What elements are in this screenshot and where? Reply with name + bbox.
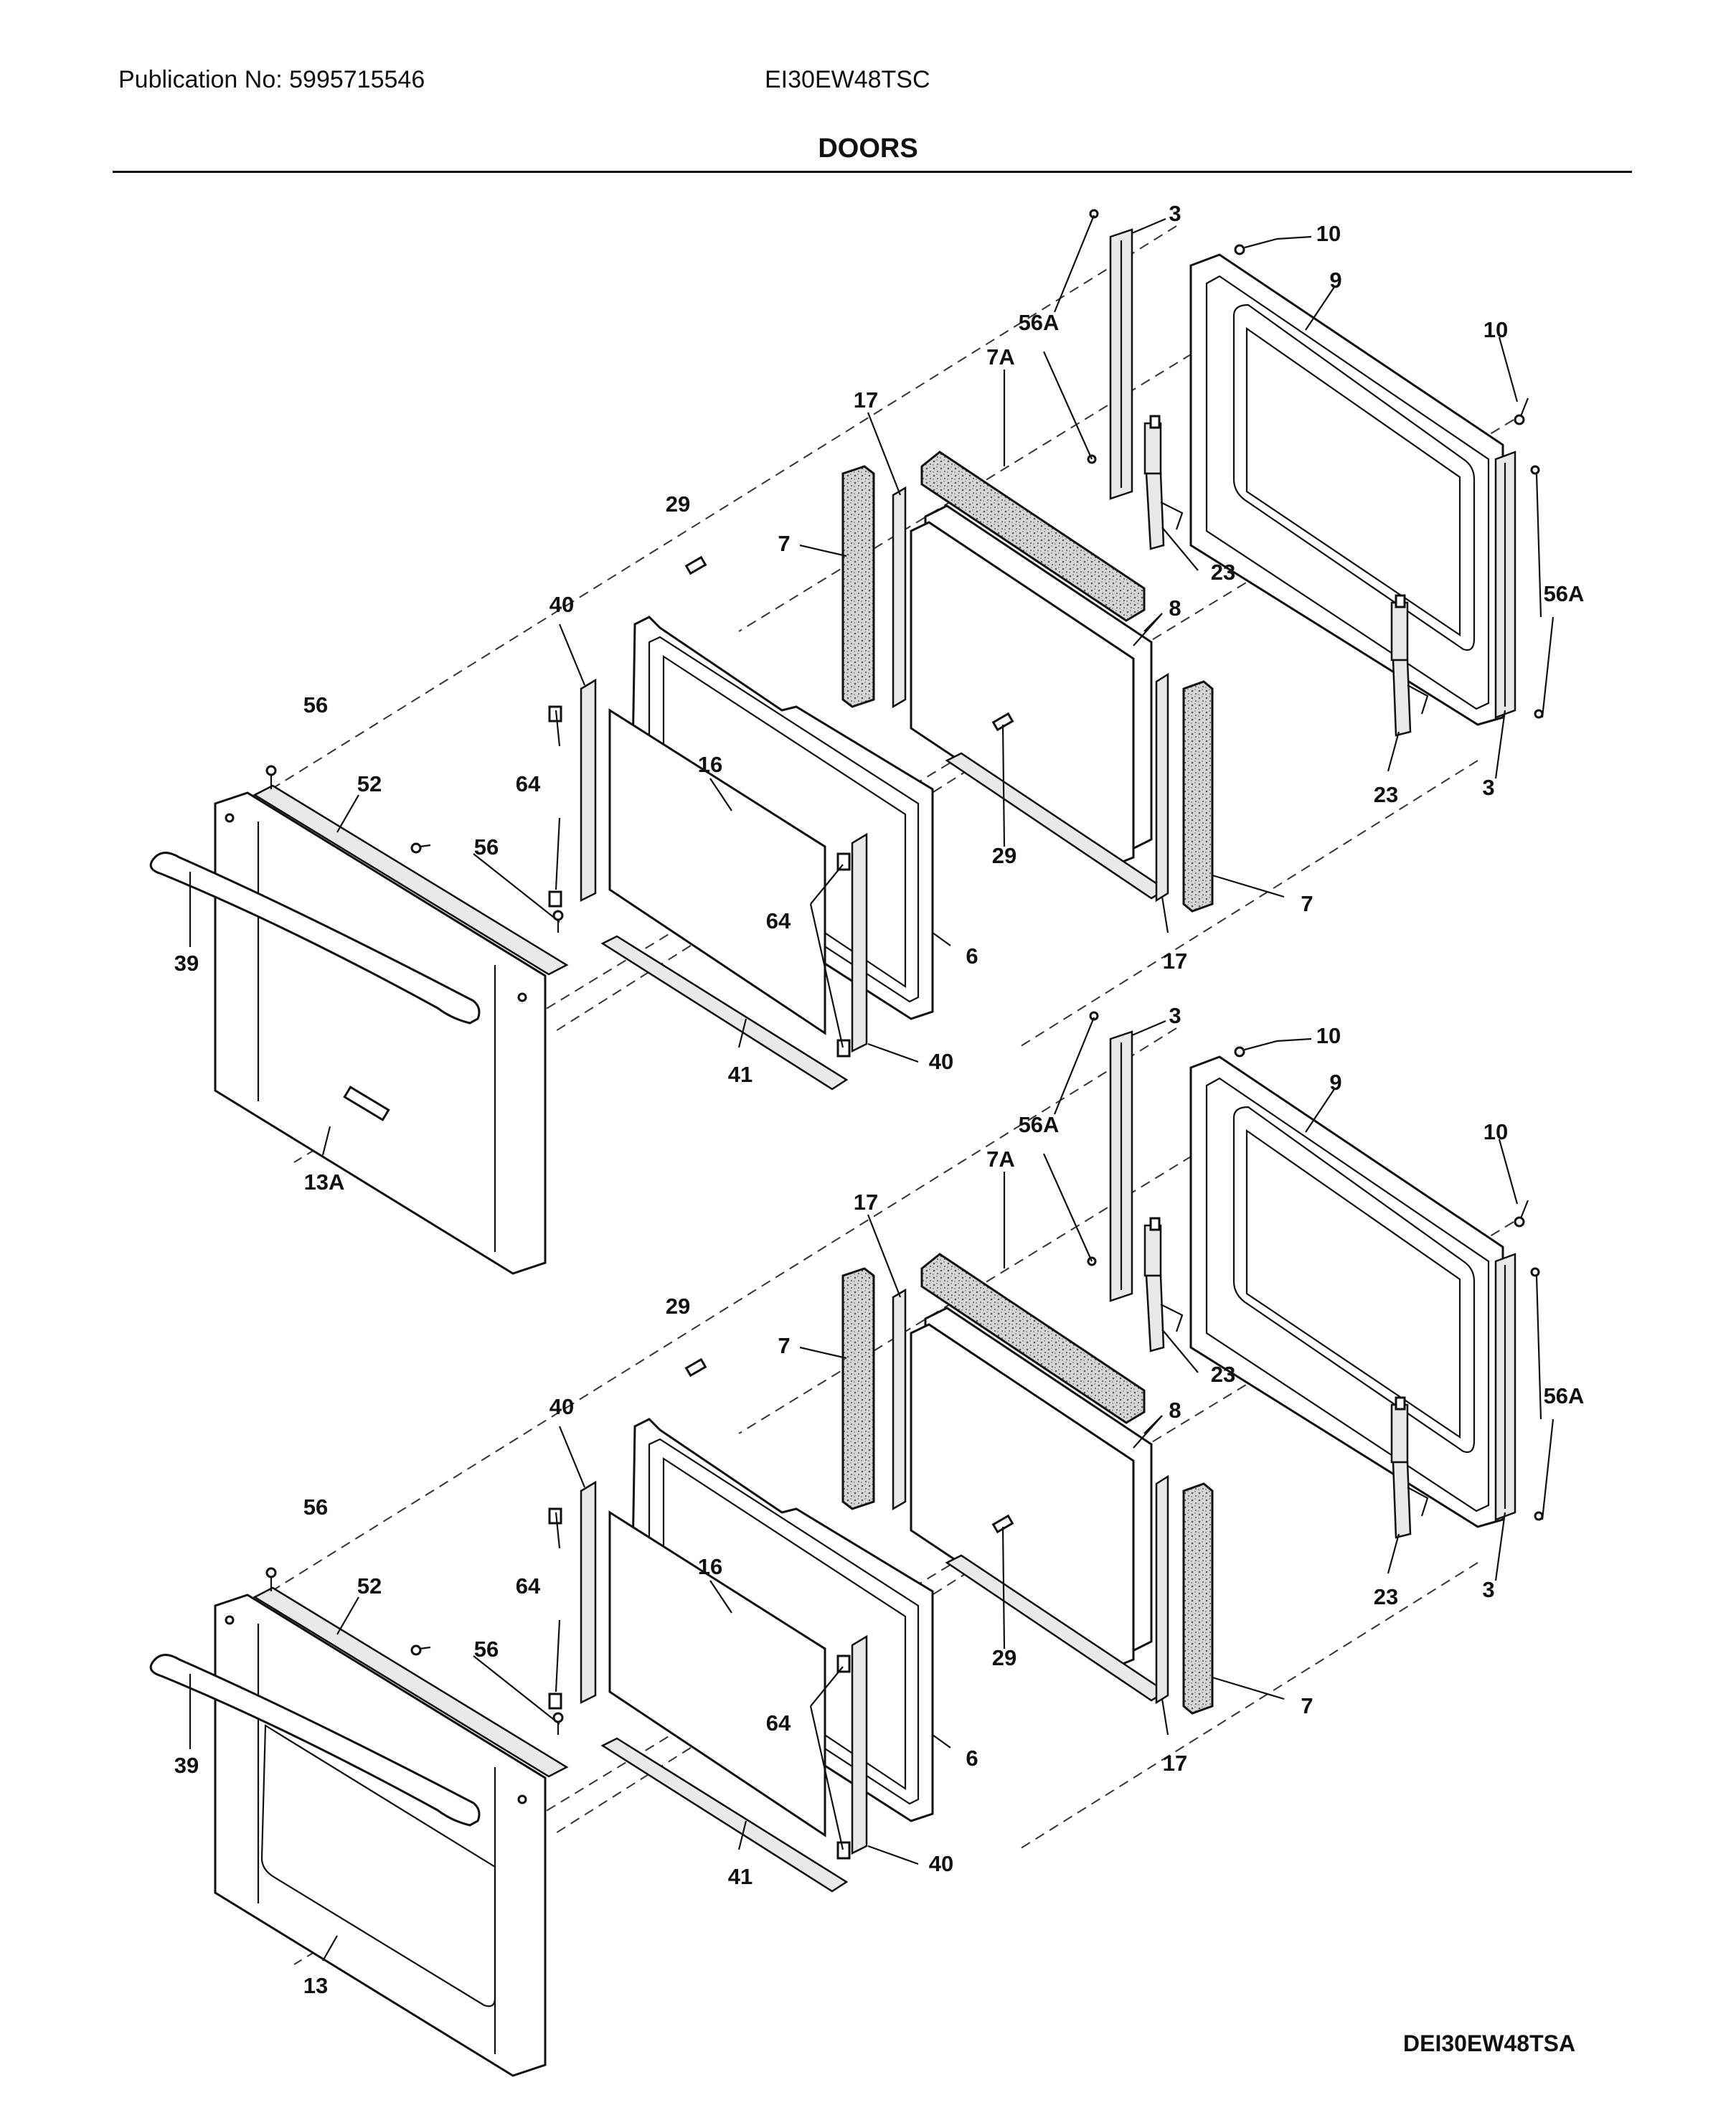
label-lower-40: 40	[549, 1394, 574, 1419]
diagram-code: DEI30EW48TSA	[1403, 2030, 1576, 2056]
label-upper-64: 64	[516, 771, 541, 796]
label-upper-7a: 7A	[986, 344, 1015, 369]
label-lower-16: 16	[698, 1554, 722, 1579]
label-lower-56b: 56	[474, 1637, 499, 1662]
label-upper-17b: 17	[1163, 948, 1187, 974]
label-upper-64b: 64	[766, 908, 791, 933]
label-lower-10: 10	[1316, 1023, 1341, 1048]
label-upper-56: 56	[303, 692, 328, 717]
lower-door-window	[260, 1724, 496, 2007]
model-number: EI30EW48TSC	[765, 66, 930, 93]
label-lower-56: 56	[303, 1494, 328, 1520]
label-upper-56b: 56	[474, 834, 499, 860]
label-upper-6: 6	[966, 943, 978, 969]
label-lower-23: 23	[1211, 1362, 1235, 1387]
upper-door-badge	[343, 1086, 390, 1121]
label-lower-64b: 64	[766, 1710, 791, 1736]
label-lower-3: 3	[1169, 1003, 1181, 1028]
label-lower-52: 52	[357, 1573, 382, 1599]
label-lower-56a-b: 56A	[1544, 1383, 1585, 1408]
label-upper-3: 3	[1169, 201, 1181, 226]
label-lower-10b: 10	[1483, 1119, 1508, 1144]
label-lower-6: 6	[966, 1746, 978, 1771]
label-upper-13a: 13A	[304, 1169, 345, 1195]
label-upper-52: 52	[357, 771, 382, 796]
label-lower-39: 39	[174, 1753, 199, 1778]
label-upper-40b: 40	[929, 1049, 953, 1074]
label-upper-10: 10	[1316, 221, 1341, 246]
label-upper-7: 7	[778, 531, 790, 556]
upper-door-assembly	[149, 209, 1544, 1275]
label-upper-41: 41	[728, 1062, 753, 1087]
label-lower-8: 8	[1169, 1398, 1181, 1423]
label-upper-29b: 29	[992, 843, 1016, 868]
label-lower-23b: 23	[1374, 1584, 1398, 1609]
label-lower-29b: 29	[992, 1645, 1016, 1670]
publication-number: Publication No: 5995715546	[118, 66, 425, 93]
label-upper-9: 9	[1329, 268, 1341, 293]
label-upper-3b: 3	[1482, 775, 1494, 800]
page-title: DOORS	[818, 133, 918, 164]
label-upper-40: 40	[549, 592, 574, 617]
label-lower-17: 17	[854, 1190, 878, 1215]
label-lower-3b: 3	[1482, 1577, 1494, 1602]
label-lower-17b: 17	[1163, 1751, 1187, 1776]
label-upper-23: 23	[1211, 560, 1235, 585]
title-rule	[113, 171, 1632, 173]
leader-lines-upper	[189, 215, 1555, 1156]
label-lower-7a: 7A	[986, 1147, 1015, 1172]
label-lower-13: 13	[303, 1973, 328, 1998]
part-labels-upper: 3 10 9 10 56A 7A 17 29 7 23 8 56A 40 56 …	[174, 201, 1585, 1195]
label-upper-23b: 23	[1374, 782, 1398, 807]
label-upper-8: 8	[1169, 596, 1181, 621]
label-upper-7b: 7	[1301, 891, 1313, 916]
leader-lines-lower	[189, 1017, 1555, 1962]
label-lower-40b: 40	[929, 1851, 953, 1876]
label-upper-10b: 10	[1483, 317, 1508, 342]
part-labels-lower: 3 10 9 10 56A 7A 17 29 7 23 8 56A 40 56 …	[174, 1003, 1585, 1998]
label-lower-7: 7	[778, 1333, 790, 1358]
label-lower-29: 29	[666, 1294, 690, 1319]
label-lower-41: 41	[728, 1864, 753, 1889]
label-upper-39: 39	[174, 951, 199, 976]
label-lower-56a: 56A	[1019, 1112, 1060, 1137]
label-lower-7b: 7	[1301, 1693, 1313, 1718]
label-upper-16: 16	[698, 752, 722, 777]
label-upper-56a: 56A	[1019, 310, 1060, 335]
label-upper-56a-b: 56A	[1544, 581, 1585, 606]
label-upper-29: 29	[666, 491, 690, 517]
label-lower-64: 64	[516, 1573, 541, 1599]
label-upper-17: 17	[854, 387, 878, 413]
label-lower-9: 9	[1329, 1070, 1341, 1095]
